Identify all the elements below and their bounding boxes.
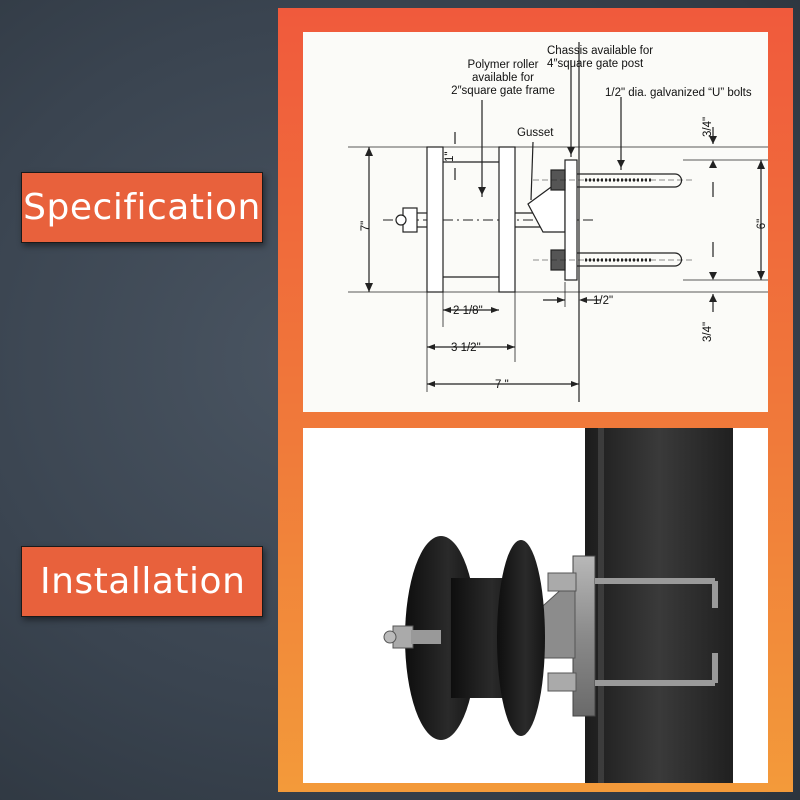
callout-chassis-line-2: 4″square gate post	[547, 58, 644, 70]
dim-3-4-bottom: 3/4"	[702, 322, 714, 342]
installation-photo	[303, 428, 768, 783]
content-panel: Polymer roller available for 2″square ga…	[278, 8, 793, 792]
dim-1-2: 1/2"	[593, 295, 613, 307]
gate-post	[585, 428, 733, 783]
callout-roller-line-1: Polymer roller	[468, 59, 539, 71]
callout-chassis-line-1: Chassis available for	[547, 45, 653, 57]
callout-gusset: Gusset	[517, 127, 554, 139]
callout-roller-line-2: available for	[472, 72, 534, 84]
dim-7-horizontal: 7 "	[495, 379, 509, 391]
callout-u-bolts: 1/2" dia. galvanized “U” bolts	[605, 87, 752, 99]
specification-label: Specification	[21, 172, 263, 243]
roller-flange-right	[497, 540, 545, 736]
drawing-svg: Polymer roller available for 2″square ga…	[348, 42, 768, 402]
callout-roller-line-3: 2″square gate frame	[451, 85, 555, 97]
u-bolts	[595, 578, 718, 686]
specification-drawing: Polymer roller available for 2″square ga…	[303, 32, 768, 412]
dim-3-1-2: 3 1/2"	[451, 342, 481, 354]
dim-1-inch: 1"	[444, 152, 456, 162]
installation-label: Installation	[21, 546, 263, 617]
dim-6-inch: 6"	[756, 219, 768, 229]
dim-7-vertical: 7"	[360, 221, 372, 231]
dim-2-1-8: 2 1/8"	[453, 305, 483, 317]
photo-svg	[383, 428, 733, 783]
dim-3-4-top: 3/4"	[702, 117, 714, 137]
